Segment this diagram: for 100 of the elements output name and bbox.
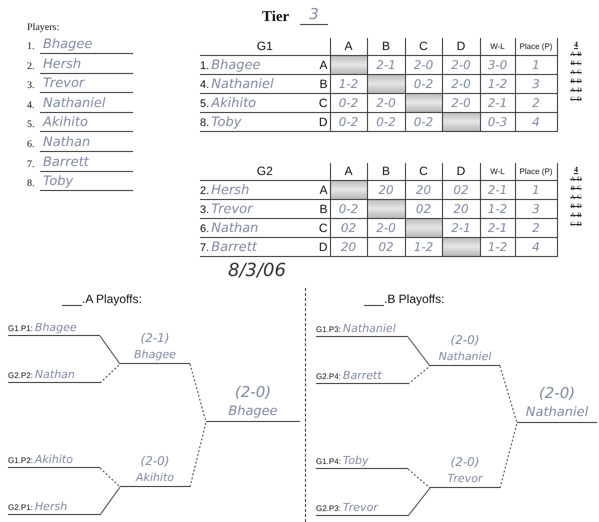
handwritten-score: (2-1) [140, 330, 170, 346]
score-cell: 2-0 [442, 93, 480, 112]
column-header: Place (P) [515, 38, 557, 55]
playoff-heading: .A Playoffs: [82, 292, 142, 306]
score-cell: 2-0 [367, 93, 405, 112]
slot-label: G2.P3: [316, 504, 341, 513]
place-cell: 4 [515, 237, 557, 256]
row-number: 4. [200, 78, 210, 90]
bracket-line [100, 364, 120, 384]
row-letter: D [318, 114, 328, 128]
place-cell: 1 [515, 55, 557, 74]
score-cell: 02 [442, 180, 480, 199]
score-cell: 2-1 [442, 218, 480, 237]
column-header: G1 [200, 38, 330, 55]
score-cell: 2-1 [367, 55, 405, 74]
row-number: 7. [200, 242, 210, 254]
handwritten-score: (2-0) [450, 454, 480, 470]
place-cell: 4 [515, 112, 557, 131]
slot-label: G2.P4: [316, 372, 341, 381]
winner-slot [120, 453, 190, 487]
column-header: A [330, 38, 367, 55]
score-cell: 02 [405, 199, 442, 218]
row-number: 2. [200, 184, 210, 196]
list-number: 6. [27, 139, 34, 151]
place-cell: 2 [515, 218, 557, 237]
handwritten-name: Hersh [40, 56, 133, 74]
slot-label: G2.P2: [8, 371, 33, 380]
score-cell: 0-2 [330, 93, 367, 112]
column-header: B [367, 163, 405, 180]
bracket-line [100, 468, 120, 488]
score-cell: 2-1 [480, 93, 515, 112]
row-letter: B [319, 76, 328, 90]
handwritten-name: Hersh [34, 500, 68, 513]
score-cell: 2-0 [442, 74, 480, 93]
row-letter: A [319, 182, 328, 196]
handwritten-date: 8/3/06 [228, 260, 286, 282]
handwritten-name: Nathaniel [438, 349, 492, 365]
handwritten-name: Barrett [40, 154, 133, 172]
place-cell: 3 [515, 74, 557, 93]
handwritten-score: (2-0) [538, 383, 576, 403]
column-header: C [405, 163, 442, 180]
handwritten-number: 3 [300, 4, 328, 25]
handwritten-name: Bhagee [133, 347, 177, 363]
handwritten-name: Nathan [40, 134, 133, 152]
row-letter: C [318, 96, 328, 110]
score-cell: 0-2 [330, 112, 367, 131]
bracket-line [190, 364, 206, 422]
score-cell: 02 [367, 237, 405, 256]
handwritten-name: Trevor [342, 501, 378, 514]
score-cell: 2-0 [405, 55, 442, 74]
handwritten-name: Nathaniel [210, 76, 274, 92]
bracket-line [500, 422, 518, 488]
handwritten-name: Nathaniel [524, 404, 590, 422]
score-cell: 2-1 [480, 180, 515, 199]
row-number: 6. [200, 222, 210, 234]
place-cell: 3 [515, 199, 557, 218]
row-letter: C [318, 220, 328, 234]
score-cell: 2-1 [480, 218, 515, 237]
score-cell: 3-0 [480, 55, 515, 74]
score-cell: 0-2 [330, 199, 367, 218]
column-header: Place (P) [515, 163, 557, 180]
bracket-line [500, 366, 518, 424]
score-cell: 1-2 [480, 74, 515, 93]
score-cell: 1-2 [480, 237, 515, 256]
bracket-line [100, 486, 120, 516]
score-cell: 0-2 [405, 112, 442, 131]
row-letter: B [319, 202, 328, 216]
handwritten-name: Trevor [40, 75, 133, 94]
list-number: 4. [27, 100, 34, 112]
score-cell: 1-2 [405, 237, 442, 256]
tier-label: Tier [262, 8, 290, 26]
list-number: 8. [27, 178, 34, 190]
score-cell: 20 [330, 237, 367, 256]
row-number: 3. [200, 204, 210, 216]
handwritten-name: Akihito [40, 114, 133, 132]
handwritten-name: Toby [40, 173, 133, 192]
slot-label: G1.P3: [316, 325, 341, 334]
bracket-line [190, 422, 206, 488]
handwritten-name: Nathaniel [342, 322, 396, 335]
row-number: 1. [200, 60, 210, 72]
bracket-line [408, 366, 430, 384]
handwritten-name: Toby [210, 114, 242, 130]
row-number: 8. [200, 116, 210, 128]
slot-label: G2.P1: [8, 503, 33, 512]
score-cell: 02 [330, 218, 367, 237]
handwritten-name: Bhagee [227, 403, 279, 421]
score-cell: 1-2 [330, 74, 367, 93]
list-number: 1. [27, 41, 34, 53]
handwritten-score: (2-0) [234, 382, 272, 402]
bracket-line [408, 488, 430, 516]
handwritten-name: Hersh [210, 182, 250, 198]
row-number: 5. [200, 98, 210, 110]
score-cell: 20 [442, 199, 480, 218]
handwritten-score: (2-0) [450, 332, 480, 348]
column-header: D [442, 163, 480, 180]
winner-slot [120, 330, 190, 364]
list-heading: 4 [573, 39, 579, 50]
score-cell: 2-0 [367, 218, 405, 237]
handwritten-name: Trevor [446, 471, 484, 487]
score-cell: 20 [367, 180, 405, 199]
